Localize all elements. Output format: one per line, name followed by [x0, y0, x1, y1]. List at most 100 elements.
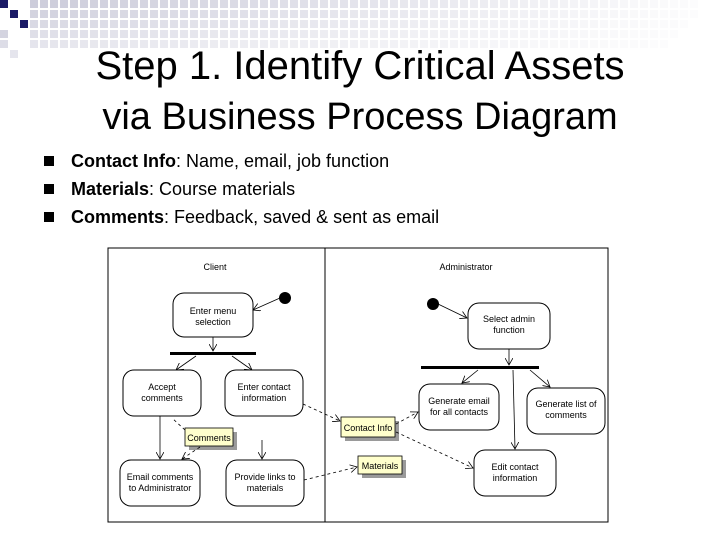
- corner-square: [230, 30, 238, 38]
- activity-label: Provide links to: [234, 472, 295, 482]
- corner-square: [40, 30, 48, 38]
- corner-square: [610, 40, 618, 48]
- corner-square: [640, 10, 648, 18]
- corner-square: [50, 40, 58, 48]
- corner-square: [130, 0, 138, 8]
- corner-square: [120, 30, 128, 38]
- corner-square: [80, 40, 88, 48]
- corner-square: [590, 40, 598, 48]
- corner-square: [140, 10, 148, 18]
- corner-square: [450, 20, 458, 28]
- corner-square: [420, 40, 428, 48]
- corner-square: [590, 20, 598, 28]
- corner-square: [680, 10, 688, 18]
- admin-start-node: [427, 298, 439, 310]
- corner-square: [180, 30, 188, 38]
- corner-square: [80, 30, 88, 38]
- corner-square: [610, 20, 618, 28]
- corner-square: [190, 30, 198, 38]
- corner-square: [360, 20, 368, 28]
- corner-square: [200, 30, 208, 38]
- corner-square: [320, 30, 328, 38]
- corner-square: [260, 40, 268, 48]
- flow-arrow: [529, 369, 550, 387]
- corner-square: [340, 0, 348, 8]
- corner-square: [160, 30, 168, 38]
- corner-square: [690, 10, 698, 18]
- corner-square: [270, 30, 278, 38]
- object-flows: [171, 403, 473, 481]
- corner-square: [510, 30, 518, 38]
- corner-square: [220, 0, 228, 8]
- corner-square: [240, 0, 248, 8]
- corner-square: [370, 30, 378, 38]
- corner-square: [460, 20, 468, 28]
- square-bullet-icon: [44, 156, 54, 166]
- corner-square: [600, 0, 608, 8]
- corner-square: [110, 30, 118, 38]
- corner-square: [60, 10, 68, 18]
- corner-square: [490, 30, 498, 38]
- object-flow-arrow: [182, 446, 201, 459]
- corner-square: [530, 40, 538, 48]
- corner-square: [350, 20, 358, 28]
- corner-square: [190, 0, 198, 8]
- corner-square: [600, 10, 608, 18]
- corner-square: [470, 20, 478, 28]
- corner-square: [610, 10, 618, 18]
- corner-square: [520, 40, 528, 48]
- corner-square: [610, 30, 618, 38]
- corner-square: [540, 0, 548, 8]
- corner-square: [530, 30, 538, 38]
- corner-square: [40, 0, 48, 8]
- corner-square: [670, 20, 678, 28]
- corner-square: [590, 10, 598, 18]
- corner-square: [120, 20, 128, 28]
- corner-square: [400, 10, 408, 18]
- corner-square: [370, 20, 378, 28]
- corner-square: [570, 30, 578, 38]
- corner-square: [210, 30, 218, 38]
- corner-square: [220, 10, 228, 18]
- corner-square: [250, 0, 258, 8]
- admin-fork-bar: [421, 366, 539, 369]
- corner-square: [290, 10, 298, 18]
- corner-square: [30, 30, 38, 38]
- corner-square: [50, 30, 58, 38]
- corner-square: [160, 10, 168, 18]
- corner-square: [230, 40, 238, 48]
- corner-square: [220, 20, 228, 28]
- corner-square: [400, 20, 408, 28]
- corner-square: [340, 10, 348, 18]
- corner-square: [440, 30, 448, 38]
- activity-accept-comments: Accept comments: [122, 369, 202, 417]
- corner-square: [330, 20, 338, 28]
- corner-square: [600, 30, 608, 38]
- corner-square: [270, 40, 278, 48]
- corner-square: [360, 10, 368, 18]
- corner-square: [680, 20, 688, 28]
- corner-square: [630, 10, 638, 18]
- slide-title-line2: via Business Process Diagram: [102, 96, 618, 138]
- corner-square: [320, 20, 328, 28]
- corner-square: [310, 20, 318, 28]
- corner-square: [90, 0, 98, 8]
- corner-square: [470, 30, 478, 38]
- corner-square: [640, 40, 648, 48]
- corner-square: [320, 40, 328, 48]
- corner-square: [640, 0, 648, 8]
- corner-square: [300, 10, 308, 18]
- corner-square: [200, 40, 208, 48]
- corner-square: [570, 0, 578, 8]
- corner-square: [430, 10, 438, 18]
- corner-square: [50, 0, 58, 8]
- corner-square: [660, 0, 668, 8]
- corner-square: [50, 10, 58, 18]
- lane-administrator-label: Administrator: [439, 262, 492, 272]
- corner-square: [310, 0, 318, 8]
- activity-label: Enter menu: [190, 306, 237, 316]
- corner-square: [650, 20, 658, 28]
- corner-square: [60, 30, 68, 38]
- square-bullet-icon: [44, 212, 54, 222]
- corner-square: [490, 10, 498, 18]
